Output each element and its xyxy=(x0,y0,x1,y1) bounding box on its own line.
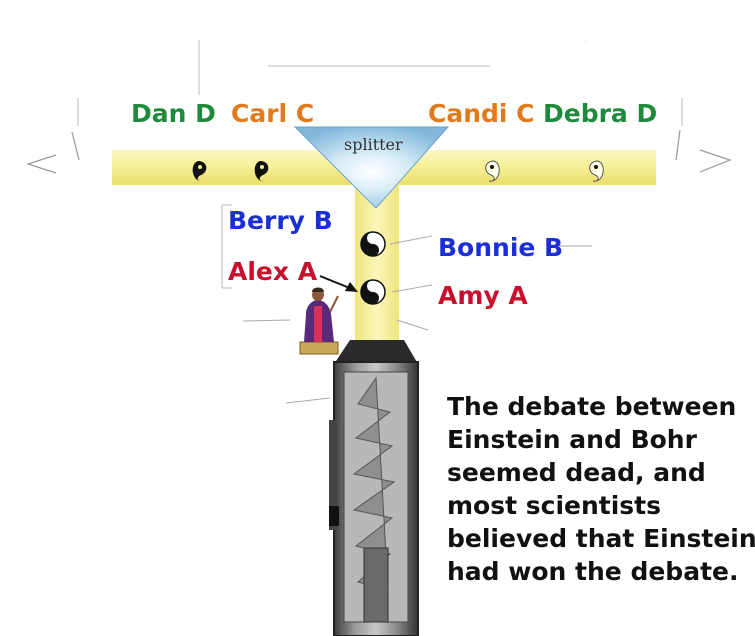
yin-yang-icon-carl xyxy=(254,161,269,182)
splitter-label: splitter xyxy=(344,135,403,154)
yin-yang-icon-dan xyxy=(192,161,207,182)
label-candi: Candi C xyxy=(428,99,535,128)
right-detector-icon xyxy=(675,129,732,173)
pointer-lines xyxy=(242,235,592,404)
splitter-prism xyxy=(293,126,450,209)
caption-line: had won the debate. xyxy=(447,557,739,586)
yin-yang-icon-upper xyxy=(360,231,386,257)
label-debra: Debra D xyxy=(543,99,658,128)
caption-line: The debate between xyxy=(447,392,737,421)
laser-source xyxy=(329,340,419,636)
caption-line: Einstein and Bohr xyxy=(447,425,697,454)
label-dan: Dan D xyxy=(131,99,216,128)
yin-yang-icon-lower xyxy=(360,279,386,305)
vertical-beam xyxy=(355,182,399,352)
label-berry: Berry B xyxy=(228,206,333,235)
label-carl: Carl C xyxy=(231,99,315,128)
label-bonnie: Bonnie B xyxy=(438,233,564,262)
caption-line: most scientists xyxy=(447,491,662,520)
caption-line: believed that Einstein xyxy=(447,524,755,553)
faint-guide-lines xyxy=(77,40,683,289)
alex-arrow-icon xyxy=(319,275,358,292)
scientist-figure xyxy=(299,287,339,355)
caption-text: The debate between Einstein and Bohr see… xyxy=(447,390,755,588)
yin-yang-icon-candi xyxy=(485,160,500,182)
left-detector-icon xyxy=(26,131,80,174)
caption-line: seemed dead, and xyxy=(447,458,706,487)
yin-yang-icon-debra xyxy=(589,160,604,182)
label-alex: Alex A xyxy=(228,257,318,286)
label-amy: Amy A xyxy=(438,281,528,310)
